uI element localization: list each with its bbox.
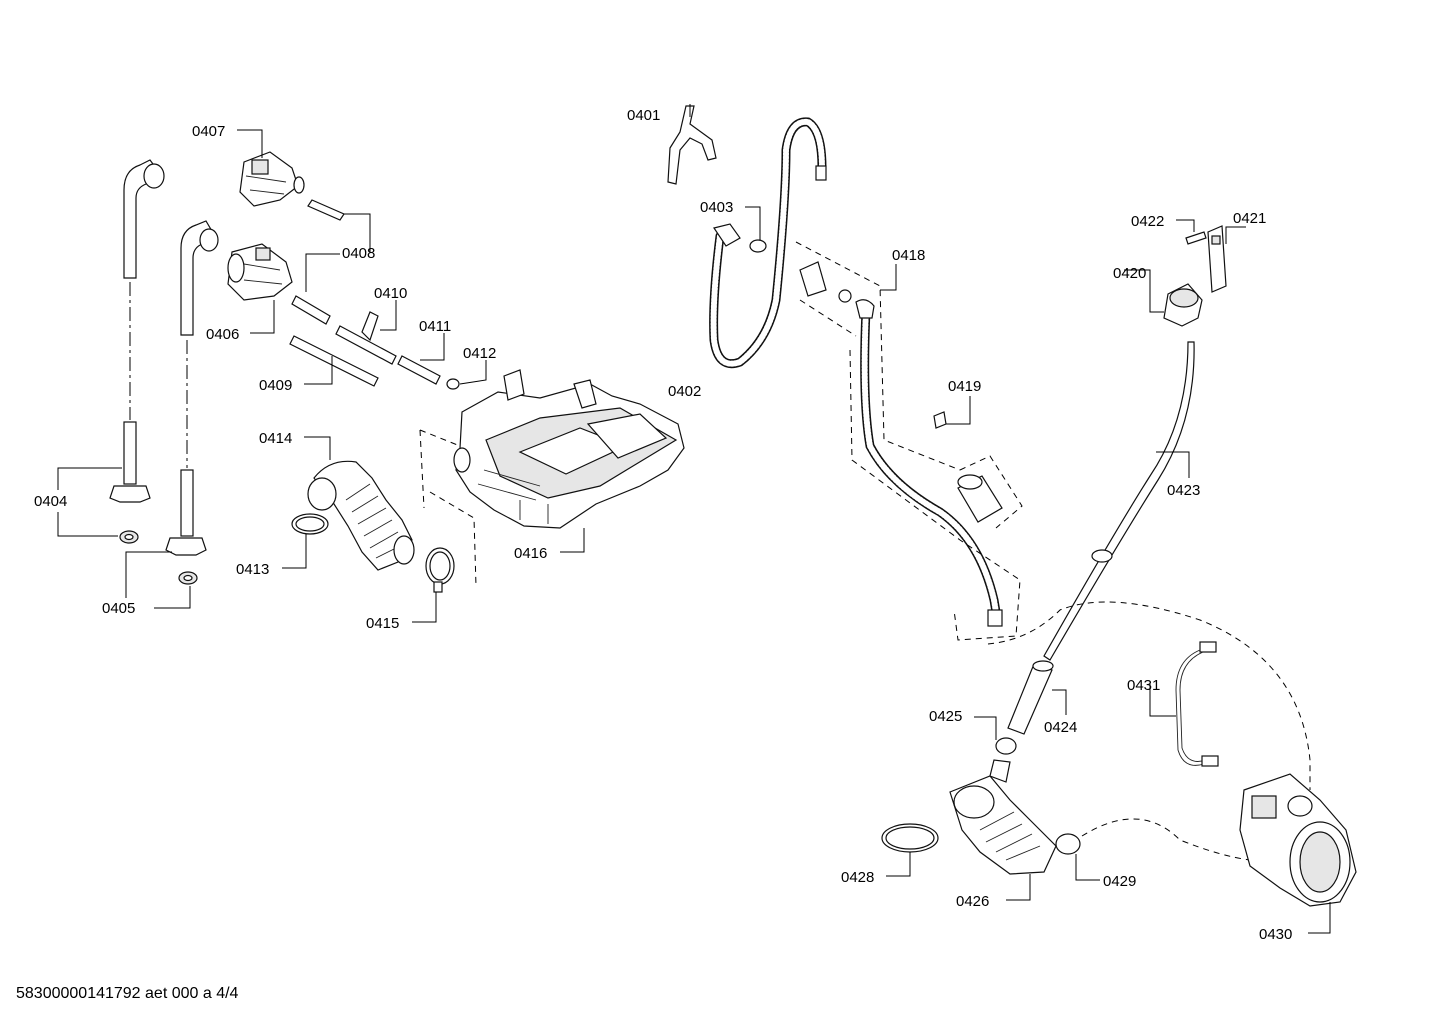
pressure-switch [1163, 283, 1203, 327]
tube-0411 [397, 355, 441, 385]
label-0405: 0405 [102, 600, 135, 617]
detergent-drawer-housing [453, 369, 685, 529]
part-labels: 0401 0402 0403 0404 0405 0406 0407 0408 … [34, 107, 1292, 943]
label-0408: 0408 [342, 245, 375, 262]
bracket-0421 [1207, 225, 1227, 293]
label-0414: 0414 [259, 430, 292, 447]
label-0425: 0425 [929, 708, 962, 725]
clamp-0428 [881, 823, 939, 853]
label-0403: 0403 [700, 199, 733, 216]
inlet-pipe-right [165, 220, 219, 585]
hose-bracket [667, 105, 717, 185]
clamp-0429 [1055, 833, 1081, 855]
valve-upper [239, 151, 305, 207]
inlet-pipe-left [109, 159, 165, 544]
label-0415: 0415 [366, 615, 399, 632]
label-0413: 0413 [236, 561, 269, 578]
drain-pump [1239, 773, 1357, 907]
label-0420: 0420 [1113, 265, 1146, 282]
footer-document-id: 58300000141792 aet 000 a 4/4 [16, 985, 239, 1002]
label-0409: 0409 [259, 377, 292, 394]
tube-0410 [291, 295, 397, 365]
air-chamber [1007, 660, 1054, 735]
cable-harness [1175, 641, 1219, 767]
clamp-0425 [995, 737, 1017, 755]
label-0421: 0421 [1233, 210, 1266, 227]
label-0419: 0419 [948, 378, 981, 395]
inlet-hose [709, 117, 827, 369]
label-0430: 0430 [1259, 926, 1292, 943]
label-0404: 0404 [34, 493, 67, 510]
label-0424: 0424 [1044, 719, 1077, 736]
clamp-0403 [749, 239, 767, 253]
label-0418: 0418 [892, 247, 925, 264]
clamp-0413 [291, 513, 329, 535]
label-0422: 0422 [1131, 213, 1164, 230]
hose-sleeve [957, 474, 1003, 523]
valve-lower [227, 243, 293, 301]
label-0423: 0423 [1167, 482, 1200, 499]
bellows-hose [307, 460, 415, 571]
sump-hose [949, 759, 1057, 875]
tube-0408 [307, 199, 345, 221]
label-0411: 0411 [419, 318, 451, 335]
tube-0409 [289, 335, 379, 387]
clamp-0415 [425, 547, 455, 593]
label-0401: 0401 [627, 107, 660, 124]
screw-0422 [1185, 231, 1207, 245]
label-0407: 0407 [192, 123, 225, 140]
label-0426: 0426 [956, 893, 989, 910]
leader-lines [57, 104, 1331, 934]
label-0406: 0406 [206, 326, 239, 343]
label-0431: 0431 [1127, 677, 1160, 694]
label-0402: 0402 [668, 383, 701, 400]
label-0429: 0429 [1103, 873, 1136, 890]
clip-0412 [446, 378, 460, 390]
label-0416: 0416 [514, 545, 547, 562]
label-0428: 0428 [841, 869, 874, 886]
label-0410: 0410 [374, 285, 407, 302]
clip-0419 [933, 411, 947, 429]
pressure-tube [1043, 341, 1195, 661]
drain-hose [799, 261, 1003, 627]
label-0412: 0412 [463, 345, 496, 362]
